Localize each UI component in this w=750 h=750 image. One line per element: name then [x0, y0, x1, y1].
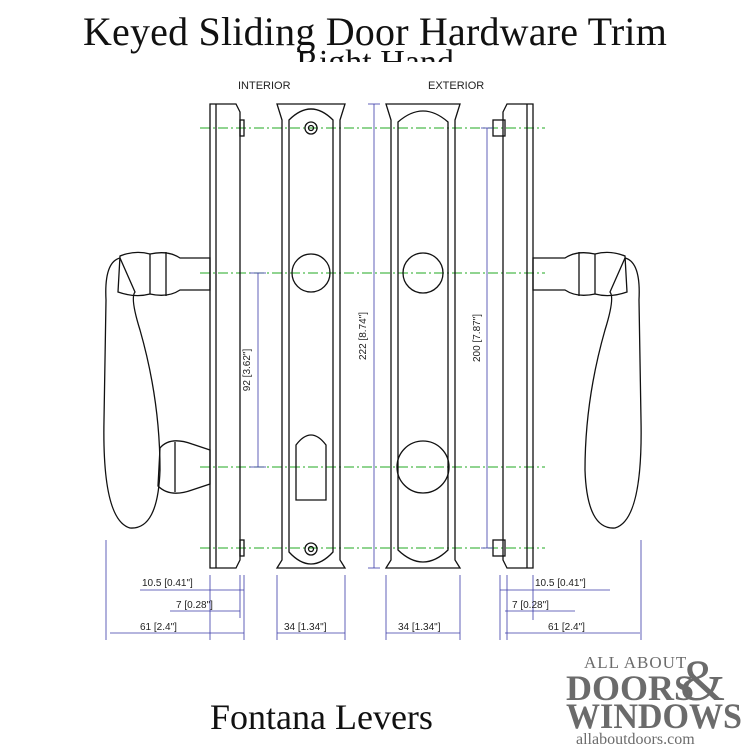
dimension-lines [105, 103, 642, 640]
dim-interior-ear: 10.5 [0.41"] [142, 578, 193, 589]
subtitle-partial: Right Hand [0, 46, 750, 62]
logo-line1: ALL ABOUT [584, 653, 687, 672]
interior-side-view [103, 103, 245, 569]
exterior-plate [384, 103, 462, 569]
dim-exterior-width: 34 [1.34"] [398, 622, 441, 633]
dim-overall-height: 222 [8.74"] [358, 312, 369, 360]
dim-exterior-plate: 7 [0.28"] [512, 600, 549, 611]
dim-exterior-total: 61 [2.4"] [548, 622, 585, 633]
exterior-side-view [492, 103, 642, 569]
dim-mounting-spacing: 200 [7.87"] [472, 314, 483, 362]
product-name: Fontana Levers [210, 697, 433, 737]
dim-exterior-ear: 10.5 [0.41"] [535, 578, 586, 589]
logo-ampersand: & [680, 648, 725, 713]
page-title: Keyed Sliding Door Hardware Trim [82, 9, 668, 54]
interior-label: INTERIOR [238, 80, 291, 92]
dim-interior-total: 61 [2.4"] [140, 622, 177, 633]
exterior-label: EXTERIOR [428, 80, 484, 92]
logo-line2: DOORS [566, 668, 694, 708]
logo-url: allaboutdoors.com [576, 731, 695, 748]
logo-line3: WINDOWS [566, 696, 742, 736]
interior-plate [275, 103, 347, 569]
dim-interior-plate: 7 [0.28"] [176, 600, 213, 611]
dim-hub-to-cylinder: 92 [3.62"] [242, 349, 253, 392]
dim-interior-width: 34 [1.34"] [284, 622, 327, 633]
brand-logo: ALL ABOUT DOORS & WINDOWS allaboutdoors.… [566, 648, 742, 748]
centerlines [200, 127, 545, 549]
